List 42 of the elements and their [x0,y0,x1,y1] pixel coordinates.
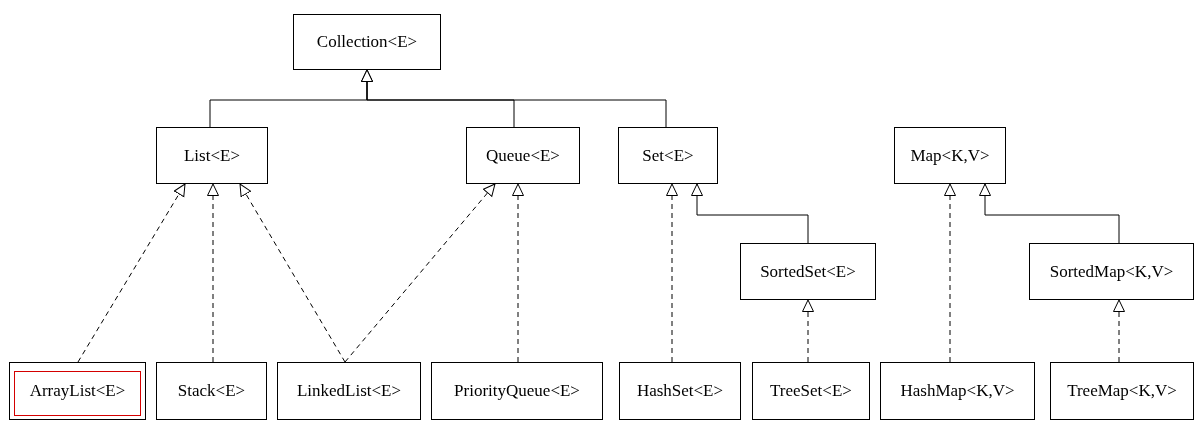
dashed-arrow [344,183,496,363]
class-box [1029,243,1194,300]
class-box [466,127,580,184]
class-box [1050,362,1194,420]
class-box [156,127,268,184]
class-name: Set<E> [642,145,694,166]
class-name: SortedSet<E> [760,261,856,282]
class-name: PriorityQueue<E> [454,381,580,401]
class-box [894,127,1006,184]
class-name: TreeSet<E> [770,381,852,401]
class-name: SortedMap<K,V> [1049,261,1174,282]
dashed-arrow [944,183,956,363]
class-box [752,362,870,420]
arrow [979,183,1120,244]
class-box [740,243,876,300]
class-box [277,362,421,420]
arrow [361,69,667,128]
class-box [9,362,146,420]
dashed-arrow [802,299,814,363]
dashed-arrow [666,183,678,363]
class-box [293,14,441,70]
dashed-arrow [1113,299,1125,363]
arrow [691,183,809,244]
class-name: HashMap<K,V> [900,381,1015,401]
class-name: TreeMap<K,V> [1067,381,1177,401]
class-box [618,127,718,184]
class-name: Stack<E> [177,381,246,401]
dashed-arrow [512,183,524,363]
class-name: Map<K,V> [910,145,990,166]
class-box [156,362,267,420]
dashed-arrow [77,183,186,363]
class-name: ArrayList<E> [29,381,126,401]
class-box [880,362,1035,420]
dashed-arrow [239,183,346,363]
class-box [619,362,741,420]
class-name: Queue<E> [486,145,560,166]
class-name: List<E> [184,145,240,166]
class-name: HashSet<E> [636,381,724,401]
class-name: LinkedList<E> [296,381,402,401]
dashed-arrow [207,183,219,363]
class-name: Collection<E> [316,32,418,52]
class-box [431,362,603,420]
